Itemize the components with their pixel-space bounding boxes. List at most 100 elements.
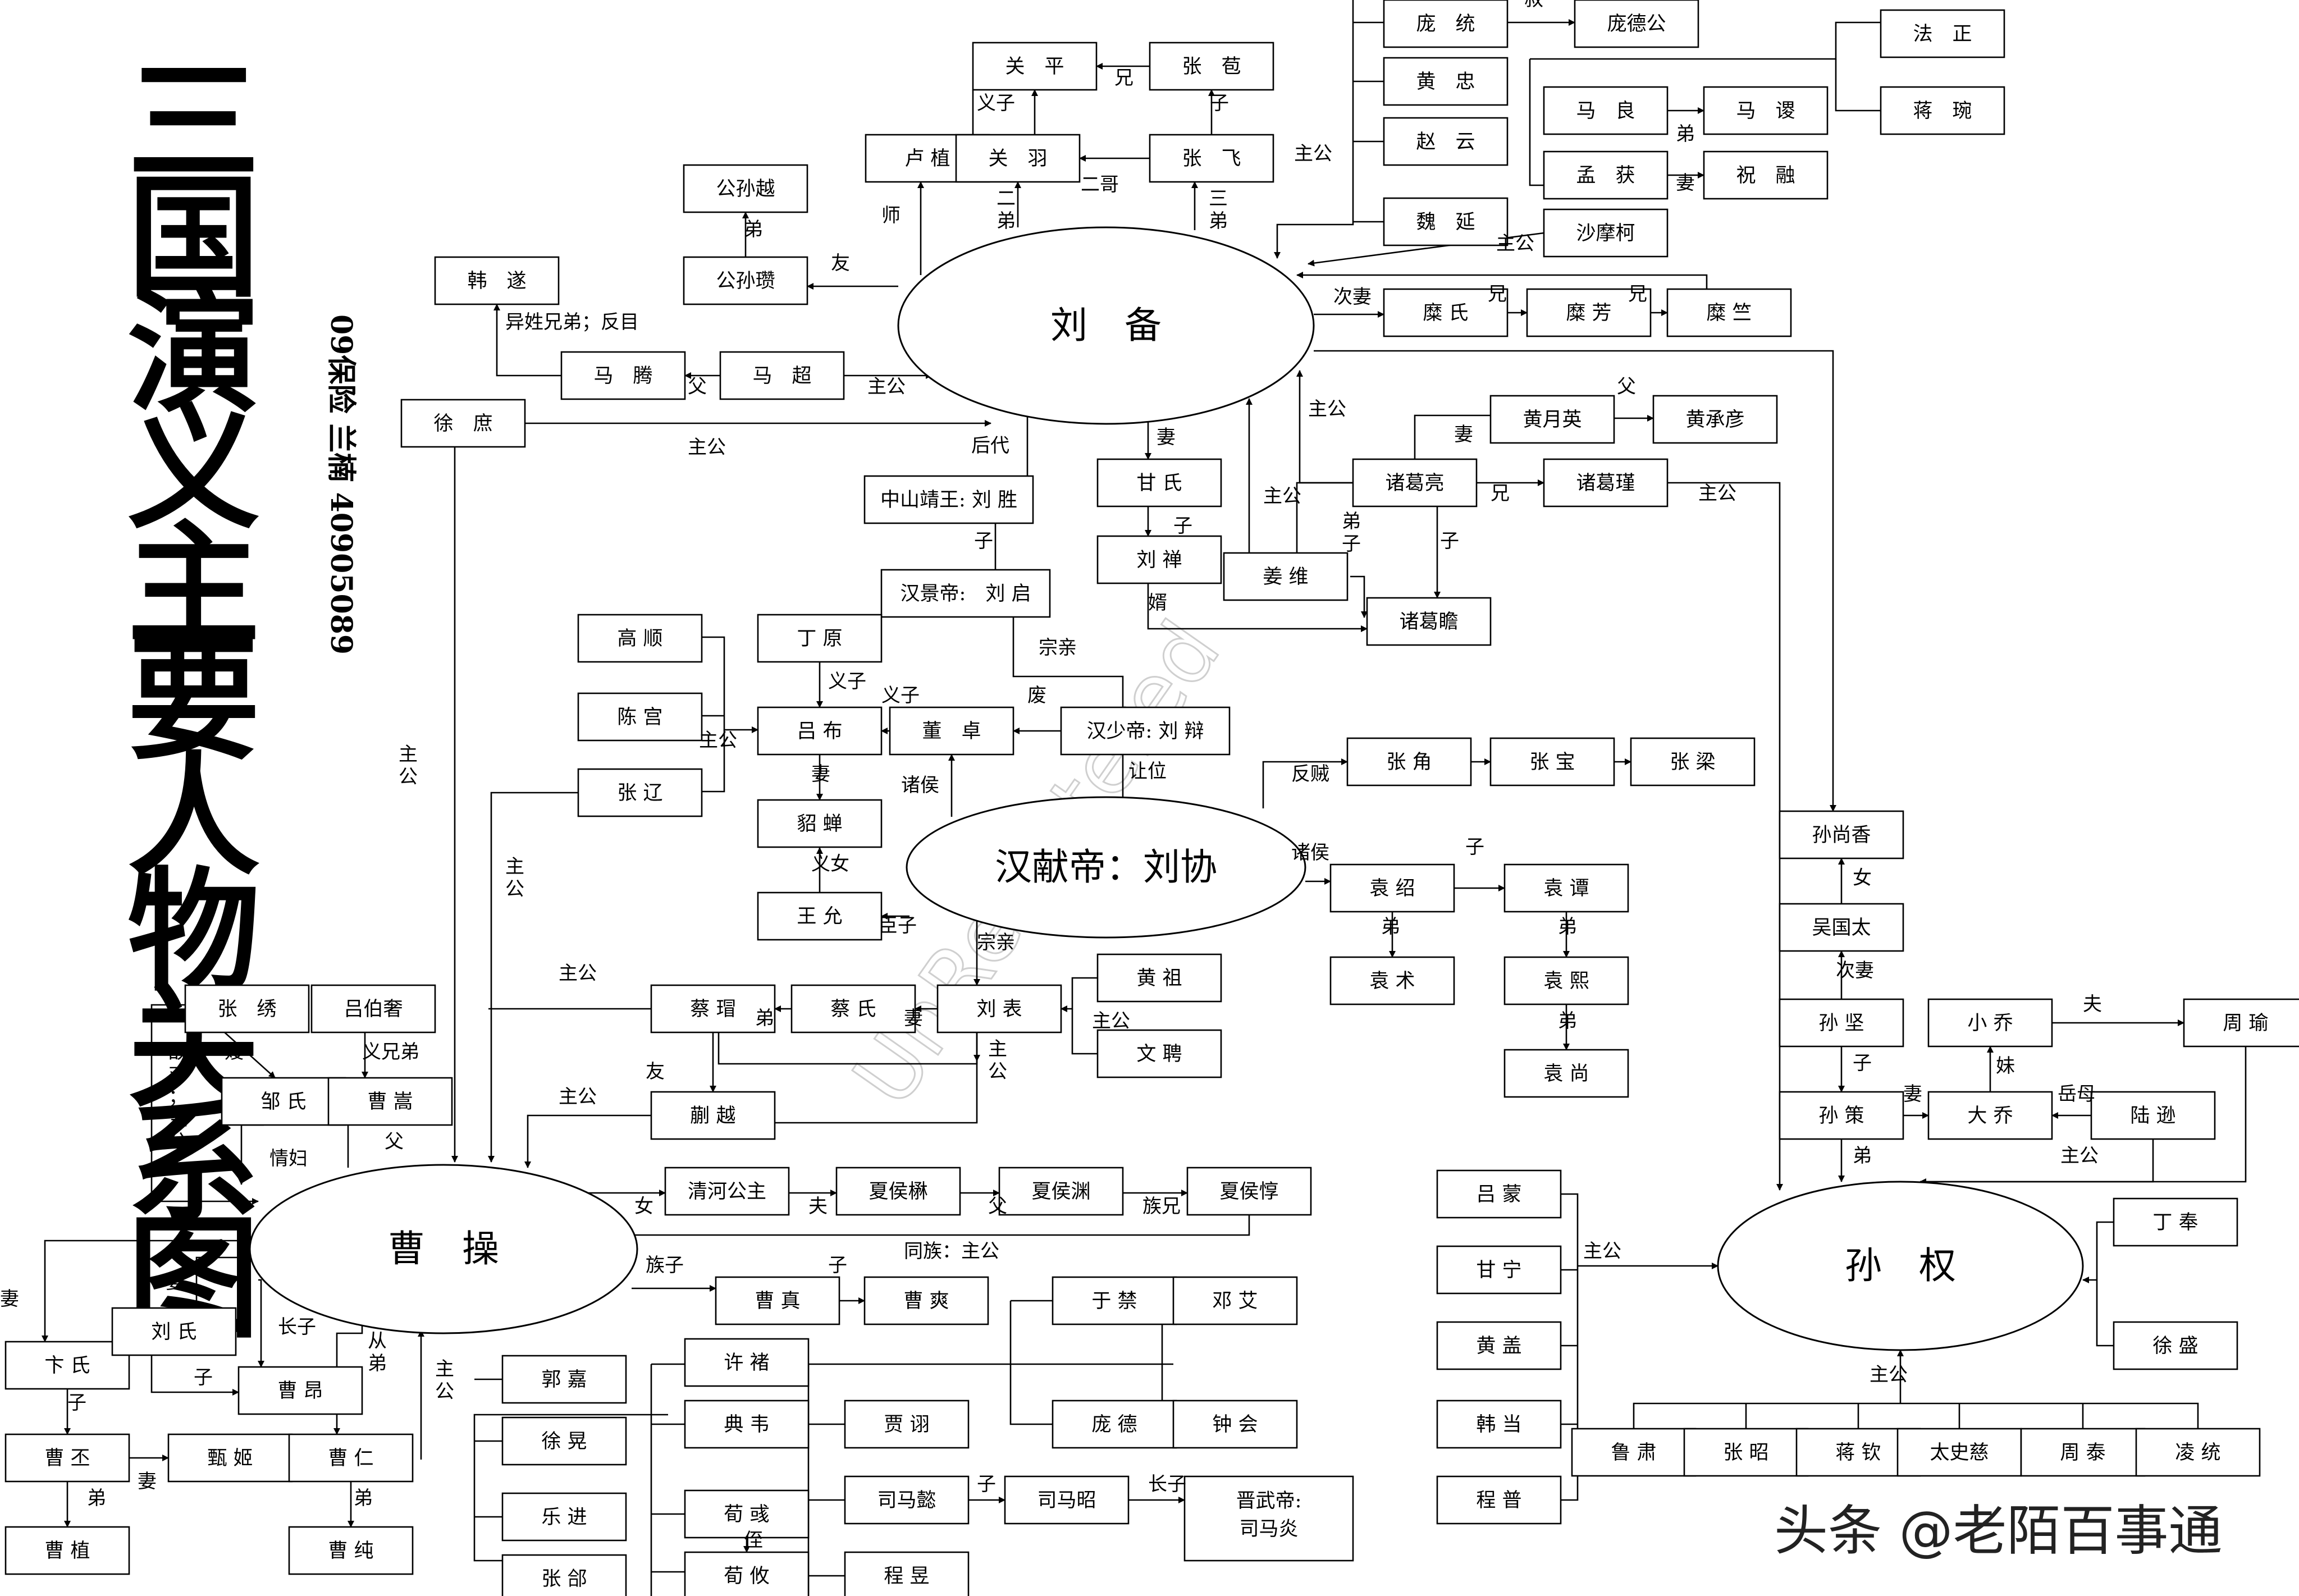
node-label: 关 平 [1005, 56, 1064, 78]
center-liubei: 刘 备 [897, 226, 1315, 425]
relation-label-zuxiong: 族兄 [1142, 1195, 1181, 1218]
relation-label-shi: 师 [881, 204, 901, 227]
relation-label-dizi: 弟 [1342, 510, 1361, 533]
node-fazheng: 法 正 [1880, 9, 2005, 58]
node-label: 于 禁 [1091, 1290, 1137, 1313]
node-xiaoqiao: 小 乔 [1927, 998, 2053, 1048]
node-label: 鲁 肃 [1611, 1442, 1656, 1464]
node-label: 公孙瓒 [716, 270, 775, 292]
node-wenpin: 文 聘 [1096, 1029, 1222, 1078]
node-hansui: 韩 遂 [434, 256, 560, 305]
relation-lines [42, 0, 2247, 1596]
node-label: 魏 延 [1416, 211, 1475, 234]
node-zhouyu: 周 瑜 [2183, 998, 2299, 1048]
node-label: 诸葛亮 [1385, 472, 1444, 495]
node-xusheng: 徐 盛 [2113, 1321, 2238, 1370]
node-caimao: 蔡 瑁 [650, 984, 776, 1033]
node-label: 夏侯楙 [869, 1181, 927, 1203]
relation-label-fei: 废 [1027, 684, 1046, 707]
center-sunquan: 孙 权 [1717, 1181, 2084, 1351]
relation-label-tongzu: 同族：主公 [904, 1240, 999, 1263]
relation-label-zhugong: 主公 [1870, 1364, 1908, 1386]
node-label: 孙 策 [1818, 1105, 1864, 1127]
relation-label-zhugong: 主公 [1294, 143, 1332, 165]
node-label: 吕伯奢 [344, 998, 403, 1021]
relation-label-qi: 妻 [1676, 172, 1695, 194]
node-xuchu: 许 褚 [684, 1338, 810, 1387]
node-zhoutai: 周 泰 [2020, 1428, 2146, 1477]
relation-label-zi: 子 [1173, 515, 1192, 537]
node-label: 陆 逊 [2130, 1105, 2175, 1127]
node-label: 刘 禅 [1136, 549, 1182, 571]
node-label: 张 绣 [217, 998, 276, 1021]
node-zoushi: 邹 氏 [221, 1077, 346, 1126]
node-zhangzhao: 张 昭 [1683, 1428, 1809, 1477]
relation-label-zuzi: 族子 [646, 1254, 684, 1277]
node-ganning: 甘 宁 [1436, 1245, 1562, 1295]
relation-line [1071, 1009, 1098, 1055]
node-label: 董 卓 [922, 720, 981, 743]
relation-label-yizi: 义子 [828, 670, 866, 693]
relation-label-zhugong: 主公 [1583, 1240, 1621, 1263]
node-label: 太史慈 [1930, 1442, 1989, 1464]
relation-label-sandi: 三 [1209, 188, 1228, 210]
relation-label-you: 友 [646, 1060, 665, 1083]
node-zhangfei: 张 飞 [1149, 134, 1274, 183]
relation-line [1920, 1046, 2247, 1183]
node-label: 张 苞 [1182, 56, 1241, 78]
node-label: 袁 熙 [1543, 970, 1589, 993]
node-label: 司马懿 [877, 1489, 936, 1512]
relation-label-zhugong: 主公 [867, 376, 906, 398]
node-guanping: 关 平 [972, 42, 1098, 91]
relation-label-zi: 子 [1440, 530, 1459, 552]
node-label: 文 聘 [1136, 1043, 1182, 1065]
relation-label-qingfu: 情妇 [269, 1147, 308, 1170]
node-label: 曹 纯 [328, 1540, 373, 1562]
node-label: 甘 氏 [1136, 472, 1182, 495]
relation-line [1414, 414, 1491, 459]
node-xunyou: 荀 攸 [684, 1551, 810, 1596]
node-label: 庞 德 [1091, 1414, 1137, 1436]
node-xuhuang: 徐 晃 [501, 1416, 627, 1466]
node-label: 赵 云 [1416, 131, 1475, 153]
relation-label-yinv: 义女 [811, 853, 849, 875]
node-label: 徐 庶 [433, 413, 492, 435]
relation-label-fu2: 夫 [808, 1195, 828, 1218]
relation-label-qi: 妻 [1157, 426, 1176, 449]
relation-label-chongzhu: 公 [988, 1060, 1007, 1083]
svg-text:三国演义主要人物关系图: 三国演义主要人物关系图 [127, 45, 260, 1356]
relation-line [1061, 977, 1098, 1012]
relation-line [1835, 59, 1881, 112]
relation-label-shu: 叔 [1524, 0, 1543, 11]
node-label: 曹 植 [44, 1540, 90, 1562]
relation-label-sao: 嫂 [225, 1041, 244, 1063]
node-wuguotai: 吴国太 [1779, 903, 1904, 952]
relation-label-xiong: 兄 [1491, 482, 1510, 505]
node-label: 沙摩柯 [1576, 222, 1635, 245]
node-label: 黄 盖 [1476, 1335, 1521, 1357]
relation-label-fu: 父 [385, 1131, 404, 1153]
node-label: 典 韦 [724, 1414, 769, 1436]
node-zhugejin: 诸葛瑾 [1543, 458, 1669, 507]
relation-label-zi: 子 [67, 1392, 86, 1414]
node-label: 张 昭 [1723, 1442, 1768, 1464]
node-label: 郭 嘉 [541, 1369, 587, 1391]
node-label: 诸葛瑾 [1576, 472, 1635, 495]
node-label: 司马昭 [1037, 1489, 1096, 1512]
relation-label-zhangzi: 长子 [278, 1316, 316, 1338]
node-label: 程 昱 [884, 1565, 929, 1588]
node-label: 卞 氏 [44, 1355, 90, 1377]
node-caoren: 曹 仁 [288, 1433, 414, 1483]
relation-line [1561, 1193, 1579, 1501]
relation-label-fanzei: 反贼 [1291, 763, 1329, 785]
node-huanggai: 黄 盖 [1436, 1321, 1562, 1370]
node-dengai: 邓 艾 [1172, 1276, 1298, 1325]
relation-label-houdai: 后代 [971, 435, 1009, 457]
node-label: 诸葛瞻 [1399, 611, 1458, 633]
node-label: 刘 表 [976, 998, 1022, 1021]
node-dianwei: 典 韦 [684, 1400, 810, 1449]
node-label: 蒋 琬 [1913, 100, 1972, 122]
relation-label-zhugong: 主公 [1496, 232, 1534, 255]
node-liubiao: 刘 表 [936, 984, 1062, 1033]
node-label: 吴国太 [1812, 917, 1871, 939]
